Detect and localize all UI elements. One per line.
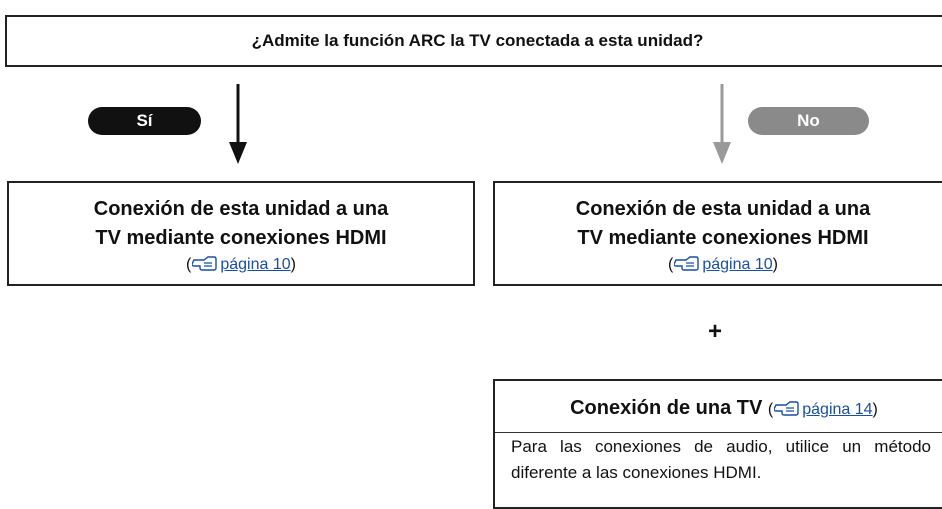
yes-label: Sí <box>88 107 201 135</box>
tv-divider <box>495 432 942 433</box>
question-box: ¿Admite la función ARC la TV conectada a… <box>5 15 942 67</box>
yes-ref-open: ( <box>186 256 192 273</box>
no-ref-close: ) <box>772 256 778 273</box>
yes-result-line1: Conexión de esta unidad a una <box>93 198 389 220</box>
no-page-reference: ( página 10) <box>495 253 942 277</box>
no-result-line2: TV mediante conexiones HDMI <box>577 227 869 249</box>
tv-connection-box: Conexión de una TV ( página 14) Para las … <box>493 379 942 509</box>
page-reference-hand-icon <box>774 401 799 416</box>
plus-sign: + <box>708 318 723 345</box>
no-result-line1: Conexión de esta unidad a una <box>575 198 871 220</box>
tv-connection-title: Conexión de una TV <box>570 397 763 419</box>
tv-connection-description: Para las conexiones de audio, utilice un… <box>511 437 931 482</box>
no-label-text: No <box>797 111 820 130</box>
tv-page-reference: ( página 14) <box>768 401 878 418</box>
no-arrow <box>713 84 731 164</box>
yes-page-link[interactable]: página 10 <box>220 256 291 273</box>
no-page-link[interactable]: página 10 <box>702 256 773 273</box>
tv-ref-open: ( <box>767 401 774 418</box>
no-label: No <box>748 107 869 135</box>
yes-label-text: Sí <box>136 111 153 130</box>
no-ref-open: ( <box>668 256 674 273</box>
question-text: ¿Admite la función ARC la TV conectada a… <box>251 31 704 50</box>
page-reference-hand-icon <box>674 256 700 271</box>
yes-ref-close: ) <box>290 256 296 273</box>
yes-page-reference: ( página 10) <box>9 253 473 277</box>
no-result-box: Conexión de esta unidad a una TV mediant… <box>493 181 942 286</box>
tv-connection-title-row: Conexión de una TV ( página 14) <box>511 395 937 423</box>
tv-ref-close: ) <box>872 401 878 418</box>
page-reference-hand-icon <box>192 256 218 271</box>
yes-result-line2: TV mediante conexiones HDMI <box>95 227 387 249</box>
yes-arrow <box>229 84 247 164</box>
yes-result-box: Conexión de esta unidad a una TV mediant… <box>7 181 475 286</box>
tv-page-link[interactable]: página 14 <box>802 401 873 418</box>
